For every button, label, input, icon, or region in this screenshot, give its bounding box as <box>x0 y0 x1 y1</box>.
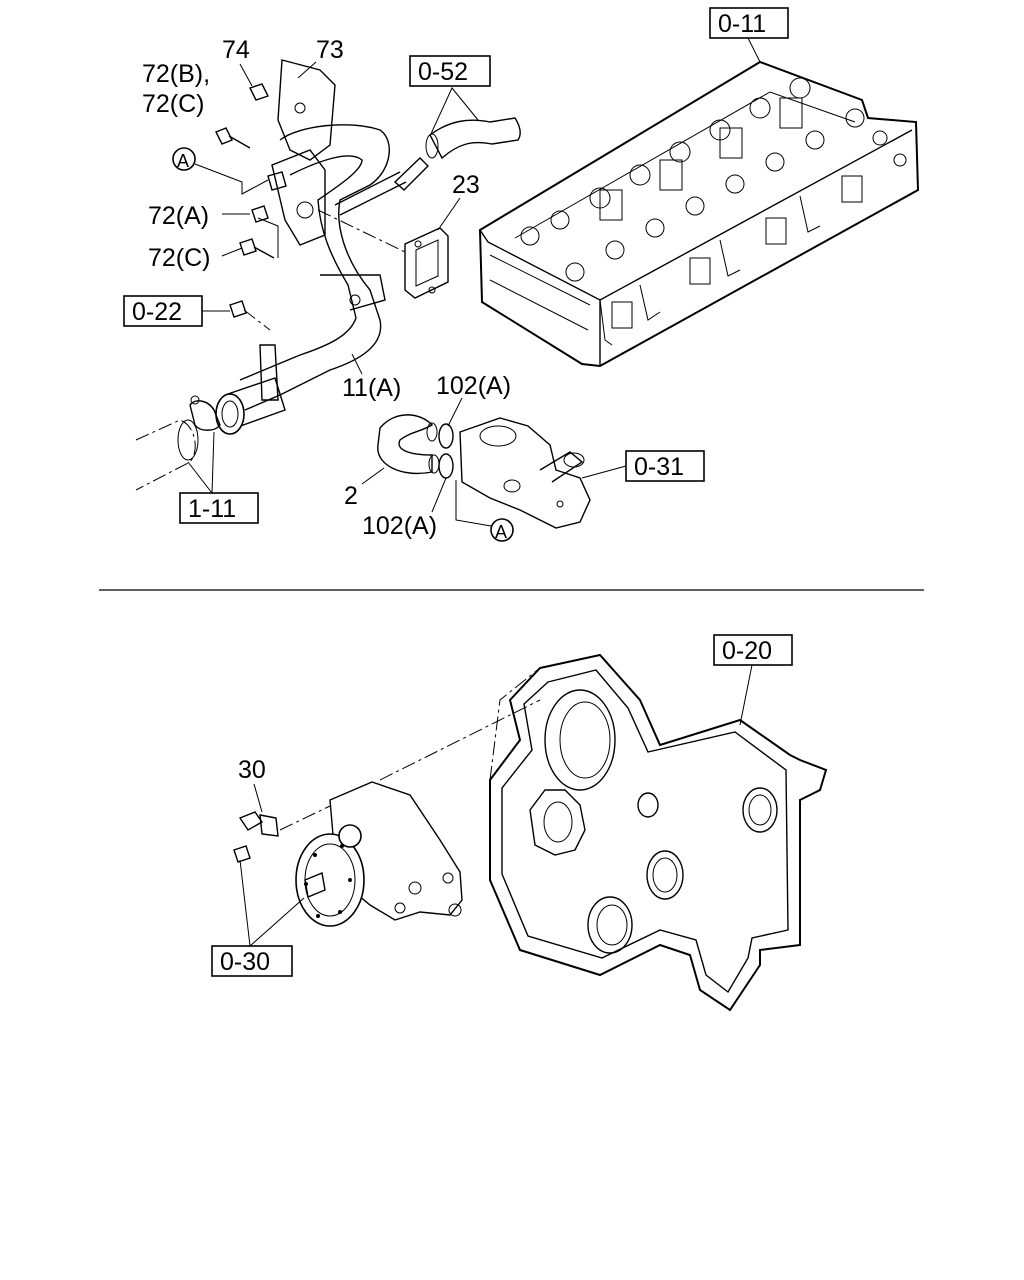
label-102a-bottom: 102(A) <box>362 512 437 540</box>
bolts-drawing <box>215 83 275 331</box>
ref-box-0-30: 0-30 <box>211 859 305 977</box>
hose-2-drawing <box>377 414 454 479</box>
ref-box-0-11: 0-11 <box>709 7 789 63</box>
label-74: 74 <box>222 36 250 64</box>
marker-a-top-label: A <box>177 151 189 171</box>
ref-label-1-11: 1-11 <box>188 495 236 523</box>
ref-label-0-52: 0-52 <box>418 58 468 86</box>
label-72a: 72(A) <box>148 202 209 230</box>
label-30: 30 <box>238 756 266 784</box>
label-2: 2 <box>344 482 358 510</box>
gasket-23-drawing <box>317 209 449 299</box>
ref-label-0-30: 0-30 <box>220 948 270 976</box>
ref-box-0-31: 0-31 <box>581 450 705 482</box>
water-pipe-drawing <box>215 59 390 435</box>
upper-assembly: 0-11 0-52 <box>123 7 920 542</box>
hose-0-52-drawing <box>334 117 521 216</box>
label-23-group: 23 <box>437 171 480 231</box>
timing-gear-case-drawing <box>489 653 828 1012</box>
marker-a-bottom-label: A <box>495 522 507 542</box>
label-72b: 72(B), <box>142 60 210 88</box>
marker-a-bottom: A <box>455 480 514 542</box>
label-73: 73 <box>316 36 344 64</box>
label-23: 23 <box>452 171 480 199</box>
thermostat-housing-drawing <box>459 417 591 529</box>
marker-a-top: A <box>172 147 287 195</box>
label-102a-top: 102(A) <box>436 372 511 400</box>
ref-label-0-20: 0-20 <box>722 637 772 665</box>
ref-label-0-31: 0-31 <box>634 453 684 481</box>
cylinder-head-drawing <box>478 60 920 368</box>
label-72c-top: 72(C) <box>142 90 205 118</box>
ref-box-0-20: 0-20 <box>713 634 793 726</box>
ref-label-0-22: 0-22 <box>132 298 182 326</box>
ref-box-0-52: 0-52 <box>409 55 491 137</box>
ref-label-0-11: 0-11 <box>718 10 766 38</box>
label-11a: 11(A) <box>342 374 401 402</box>
ref-box-0-22: 0-22 <box>123 295 230 327</box>
hose-1-11-drawing <box>135 395 221 491</box>
lower-assembly: 0-20 30 <box>211 634 828 1012</box>
label-72c-bottom: 72(C) <box>148 244 211 272</box>
ref-box-1-11: 1-11 <box>179 431 259 524</box>
water-pump-drawing <box>233 699 541 927</box>
